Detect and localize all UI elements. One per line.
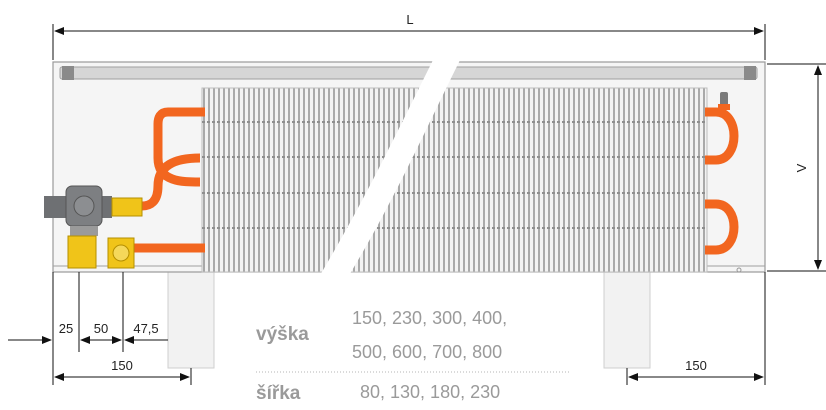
left-rail-clip [62, 66, 74, 80]
left-support-dimension: 150 [54, 358, 192, 385]
right-support-leg [603, 271, 651, 369]
offset-50: 50 [94, 321, 108, 336]
height-values-line2: 500, 600, 700, 800 [352, 342, 502, 362]
left-pipes [124, 107, 205, 253]
offset-25: 25 [59, 321, 73, 336]
offset-47-5: 47,5 [133, 321, 158, 336]
valve-body [67, 235, 97, 269]
support-legs [167, 271, 651, 369]
spec-table: výška 150, 230, 300, 400, 500, 600, 700,… [256, 308, 570, 404]
break-band [316, 50, 465, 282]
left-support-value: 150 [111, 358, 133, 373]
heat-exchanger-fins [201, 87, 708, 273]
length-label: L [406, 12, 413, 27]
height-spec-label: výška [256, 324, 309, 345]
length-dimension: L [52, 12, 766, 60]
height-label: V [794, 163, 809, 172]
right-support-dimension: 150 [626, 272, 766, 385]
right-rail-clip [744, 66, 756, 80]
left-offset-dimensions: 25 50 47,5 [8, 272, 168, 385]
right-support-value: 150 [685, 358, 707, 373]
height-dimension: V [767, 63, 826, 272]
width-spec-label: šířka [256, 383, 301, 404]
width-values: 80, 130, 180, 230 [360, 382, 500, 402]
valve-assembly [44, 185, 143, 269]
top-rail [59, 66, 758, 80]
height-values-line1: 150, 230, 300, 400, [352, 308, 507, 328]
air-vent-icon [718, 92, 730, 110]
left-support-leg [167, 271, 215, 369]
right-pipes [705, 107, 739, 255]
